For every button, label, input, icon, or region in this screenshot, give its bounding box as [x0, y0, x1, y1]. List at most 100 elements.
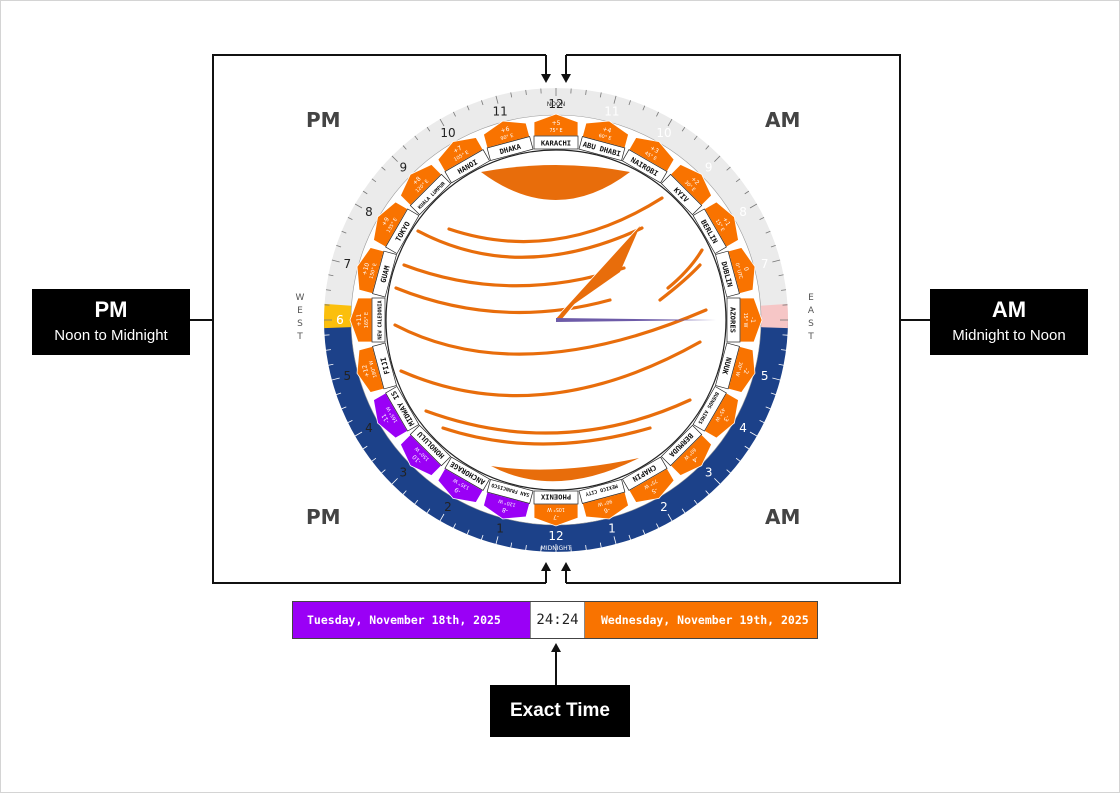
hour-tick [749, 203, 758, 209]
pm-callout-subtitle: Noon to Midnight [54, 327, 168, 344]
hour-label-top: 4 [365, 421, 373, 435]
hour-tick [667, 513, 673, 522]
night-ring-segment [324, 320, 788, 552]
hour-label-top: 6 [336, 313, 344, 327]
timezone-offset: +6 [500, 126, 511, 135]
hour-tick [781, 349, 787, 351]
quadrant-label-am-bottom: AM [765, 505, 801, 529]
hour-tick [681, 508, 686, 514]
timezone-offset: -6 [603, 506, 611, 514]
arrowheads [541, 74, 571, 652]
timezone-offset: -9 [453, 486, 462, 495]
timezone-offset: -11 [380, 412, 391, 424]
hour-tick [656, 111, 659, 117]
hour-label-six-west: 6 [336, 313, 344, 327]
hour-tick [628, 100, 631, 106]
hour-tick [347, 217, 353, 220]
timezone-longitude: 75° E [549, 128, 562, 134]
hour-label-bottom: 11 [604, 104, 619, 118]
timezone-longitude: 90° E [500, 133, 514, 142]
timezone-flag: +230° E [669, 163, 713, 207]
timezone-offset: +4 [602, 126, 613, 135]
hour-tick [354, 203, 363, 209]
hour-tick [778, 274, 784, 277]
sunset-marker [760, 303, 788, 329]
hour-label-top: 12 [548, 97, 563, 111]
hour-tick [371, 457, 377, 462]
hour-tick [354, 431, 363, 437]
sunrise-marker [324, 303, 352, 329]
hour-tick [402, 145, 407, 150]
midnight-arrow-left [541, 562, 551, 571]
hour-tick [331, 259, 340, 263]
hour-tick [510, 92, 513, 98]
timezone-offset: +1 [721, 216, 732, 227]
hour-label-top: 9 [399, 160, 407, 174]
hour-tick [414, 135, 419, 141]
hour-tick [759, 217, 765, 220]
hour-tick [714, 478, 721, 485]
current-time: 24:24 [530, 602, 585, 638]
timezone-longitude: 30° W [734, 361, 744, 377]
hour-tick [341, 230, 347, 234]
date-bar: Tuesday, November 18th, 2025 24:24 Wedne… [292, 601, 818, 639]
hour-tick [439, 513, 445, 522]
svg-text:T: T [807, 332, 814, 342]
hour-label-bottom: 10 [656, 126, 671, 140]
timezone-longitude: 15° E [714, 218, 726, 232]
timezone-offset: +5 [552, 120, 561, 127]
timezone-longitude: 180° W [368, 359, 378, 378]
hour-tick [765, 230, 771, 234]
svg-text:PHOENIX: PHOENIX [540, 493, 571, 502]
hour-tick [371, 178, 377, 183]
timezone-longitude: 45° E [643, 150, 657, 162]
hour-tick [628, 534, 631, 540]
hour-tick [347, 420, 353, 423]
svg-text:NEW CALEDONIA: NEW CALEDONIA [378, 300, 384, 339]
hour-tick [613, 95, 617, 104]
pm-callout-title: PM [94, 297, 128, 322]
city-label: GUAM [372, 250, 397, 298]
hour-tick [599, 92, 602, 98]
hour-label-top: 5 [344, 369, 352, 383]
am-callout-subtitle: Midnight to Noon [952, 327, 1066, 344]
hour-tick [426, 126, 431, 132]
hour-hand-tip [560, 226, 640, 314]
hour-tick [585, 89, 587, 95]
hour-label-bottom: 12 [548, 529, 563, 543]
city-label: DHAKA [486, 136, 534, 161]
hour-tick [328, 363, 334, 366]
timezone-offset: +10 [361, 262, 371, 276]
timezone-offset: -1 [749, 317, 756, 323]
hour-tick [693, 135, 698, 141]
timezone-flag: -115° W [739, 297, 763, 343]
midnight-arrow-right [561, 562, 571, 571]
svg-text:S: S [808, 319, 814, 329]
city-label: FIJI [372, 342, 397, 390]
timezone-longitude: 105° W [547, 506, 565, 512]
hour-label-bottom: 2 [660, 500, 668, 514]
hour-label-top: 2 [444, 500, 452, 514]
timezone-offset: +3 [649, 145, 660, 156]
timezone-offset: -2 [742, 367, 750, 375]
hour-tick [681, 126, 686, 132]
hour-tick [362, 190, 368, 195]
svg-text:T: T [296, 332, 303, 342]
hour-tick [414, 499, 419, 505]
minute-hand [556, 318, 716, 322]
hour-tick [453, 523, 456, 529]
hour-label-bottom: 3 [705, 466, 713, 480]
hour-label-bottom: 8 [739, 205, 747, 219]
hour-tick [466, 529, 470, 535]
hour-tick [381, 166, 386, 171]
hour-tick [585, 545, 587, 551]
midnight-label: MIDNIGHT [541, 545, 572, 552]
svg-text:NUUK: NUUK [720, 356, 733, 376]
exact-time-arrow [551, 643, 561, 652]
svg-text:S: S [297, 319, 303, 329]
globe-lines [393, 165, 708, 482]
timezone-longitude: 120° W [497, 497, 516, 507]
hour-label-top: 1 [496, 522, 504, 536]
svg-text:GUAM: GUAM [378, 264, 391, 284]
